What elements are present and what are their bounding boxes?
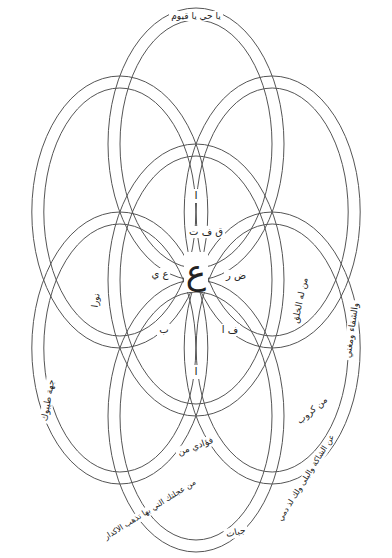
- inscription: ف ا: [220, 324, 240, 336]
- inscription: ق ف ت: [187, 226, 225, 238]
- inscription: ع ي: [150, 268, 171, 280]
- inscription: ب: [157, 324, 170, 336]
- inscription: ا: [192, 189, 199, 202]
- inscription: ع: [184, 252, 208, 293]
- inscription: جهة طيبوك: [39, 376, 58, 423]
- inscription: فؤادي من: [175, 434, 217, 458]
- inscription: ا: [192, 365, 199, 378]
- inscription: ض ر: [224, 270, 248, 282]
- inscription: جبات: [223, 524, 248, 539]
- inscription: يا حي يا قيوم: [169, 11, 222, 22]
- inscription: والشفاء ومغني: [342, 300, 361, 361]
- inscription: من له الخلق: [289, 274, 310, 326]
- inscription: من عجلتك التي بها تذهب الاكدار: [101, 477, 200, 544]
- inscription: من كروب: [293, 393, 331, 427]
- inscription: عن الشاكة والبلى ولك لذ دمي: [274, 431, 337, 525]
- inscription: نورا: [89, 290, 102, 309]
